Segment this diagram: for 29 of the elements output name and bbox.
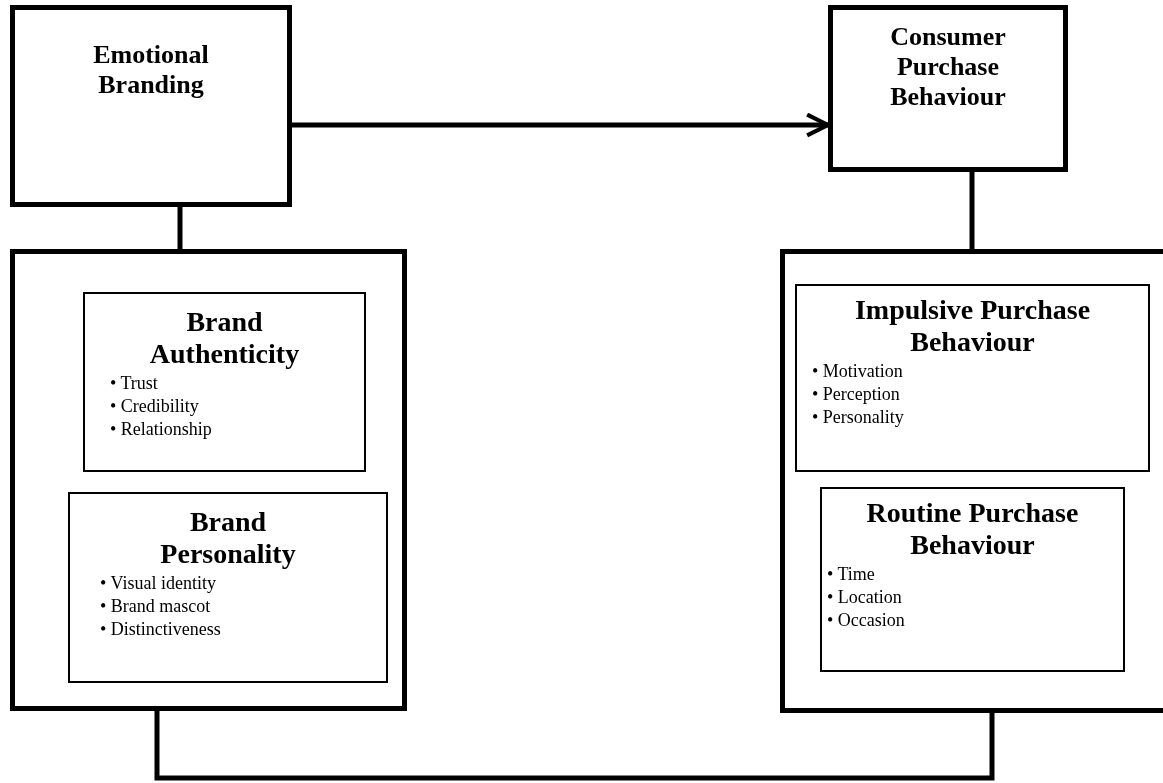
group-box [10,249,407,711]
connector-line [969,172,975,249]
bullet-item: • Visual identity [100,572,216,595]
bullet-item: • Time [827,563,875,586]
concept-box [10,5,292,207]
box-heading: Impulsive Purchase Behaviour [853,294,1092,358]
box-heading: Emotional Branding [92,40,210,100]
bullet-item: • Occasion [827,609,905,632]
connector-line [154,711,995,781]
box-heading: Routine Purchase Behaviour [865,497,1080,561]
box-heading: Brand Personality [159,506,297,570]
bullet-item: • Distinctiveness [100,618,221,641]
bullet-item: • Motivation [812,360,903,383]
group-box [780,249,1163,713]
factor-box [795,284,1150,472]
factor-box [83,292,366,472]
connector-line [177,207,183,249]
factor-box [820,487,1125,672]
bullet-item: • Location [827,586,902,609]
bullet-item: • Brand mascot [100,595,211,618]
box-heading: Consumer Purchase Behaviour [889,22,1007,112]
factor-box [68,492,388,683]
bullet-item: • Credibility [110,395,199,418]
bullet-item: • Trust [110,372,158,395]
bullet-item: • Perception [812,383,900,406]
concept-box [828,5,1068,172]
box-heading: Brand Authenticity [148,306,301,370]
bullet-item: • Relationship [110,418,212,441]
bullet-item: • Personality [812,406,904,429]
